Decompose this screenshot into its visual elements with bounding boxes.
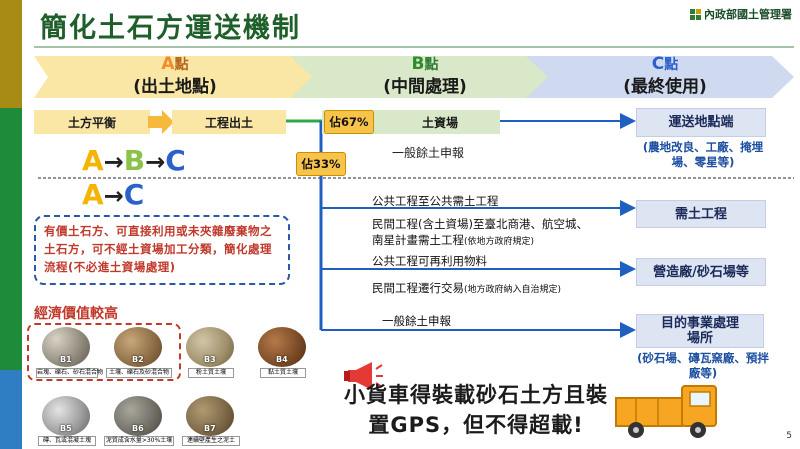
route-private-to-ports: 民間工程(含土資場)至臺北商港、航空城、南星計畫需土工程(依地方政府規定) [372,216,590,250]
stage-a-subtitle: (出土地點) [133,77,217,97]
route-general-residual-text: 一般餘土申報 [382,314,451,328]
dest-designated-title: 目的事業處理場所 [660,316,739,346]
note-text: 有價土石方、可直接利用或未夾雜廢棄物之土石方，可不經土資場加工分類，簡化處理流程 [44,224,272,274]
arrow-right-icon [148,110,174,134]
dest-construction-box: 營造廠/砂石場等 [636,258,766,286]
stage-b-subtitle: (中間處理) [383,77,467,97]
agency-logo-icon [690,8,701,20]
page-number: 5 [786,431,792,441]
simplification-note: 有價土石方、可直接利用或未夾雜廢棄物之土石方，可不經土資場加工分類，簡化處理流程… [34,215,290,285]
soil-sample-b3-caption: 粉土質土壤 [188,368,234,378]
truck-icon [615,385,717,438]
soil-yard-label: 土資場 [421,115,458,130]
page-title: 簡化土石方運送機制 [40,13,301,44]
route-private-trade-text: 民間工程遷行交易 [372,281,464,295]
logo-text: 內政部國土管理署 [704,8,792,21]
soil-sample-b3-id: B3 [204,355,216,364]
soil-sample-b4-caption: 黏土質土壤 [260,368,306,378]
dest-designated-box: 目的事業處理場所 [636,314,764,348]
soil-sample-b1-image [42,327,90,367]
site-output-label: 工程出土 [204,115,253,130]
economic-value-label: 經濟價值較高 [34,306,118,322]
economic-value-outline [27,323,181,381]
route-public-reuse: 公共工程可再利用物料 [372,253,487,269]
site-output-box: 工程出土 [172,110,286,134]
title-divider [34,46,794,48]
stage-c-letter: C [651,54,665,74]
stage-c-subtitle: (最終使用) [623,77,707,97]
route-general-residual: 一般餘土申報 [382,313,451,329]
soil-sample-b1-id: B1 [60,355,72,364]
stage-c-suffix: 點 [664,57,679,73]
stage-a-suffix: 點 [174,57,189,73]
soil-sample-b2-caption: 土壤、礫石及砂混合物 [106,368,172,378]
route-abc-a: A [82,144,104,177]
route-abc: A→B→C [82,144,186,177]
stage-b-label: B點 (中間處理) [350,53,500,98]
route-abc-c: C [165,144,186,177]
soil-sample-b3-image [186,327,234,367]
route-public-reuse-text: 公共工程可再利用物料 [372,254,487,268]
soil-sample-b7-id: B7 [204,424,216,433]
truck-notice: 小貨車得裝載砂石土方且裝置GPS，但不得超載! [344,383,608,437]
route-ac-a: A [82,178,104,211]
left-bar-blue [0,370,22,449]
stage-a-letter: A [161,54,175,74]
stage-b-suffix: 點 [424,57,439,73]
stage-b-letter: B [411,54,425,74]
stage-b-chevron [290,56,550,98]
route-abc-arrow-2: → [145,148,166,176]
dest-demand-box: 需土工程 [636,200,766,228]
soil-sample-b6-image [114,396,162,436]
route-public-to-public-text: 公共工程至公共需土工程 [372,194,499,208]
route-public-to-public: 公共工程至公共需土工程 [372,193,499,209]
note-emphasis: (不必進土資場處理) [68,260,176,274]
route-ac: A→C [82,178,144,211]
soil-sample-b5-id: B5 [60,424,72,433]
dest-transport-title: 運送地點端 [668,115,734,130]
soil-sample-b7-caption: 連續壁產生之泥土 [182,436,240,446]
stage-c-label: C點 (最終使用) [590,53,740,98]
route-private-trade-note: (地方政府納入自治規定) [464,285,562,295]
stage-c-chevron [526,56,794,98]
general-residual-label: 一般餘土申報 [392,146,465,160]
route-ac-c: C [123,178,145,211]
soil-sample-b5-image [42,396,90,436]
megaphone-icon [344,362,383,390]
soil-sample-b7-image [186,396,234,436]
dest-transport-desc: (農地改良、工廠、掩埋場、零星等) [642,140,764,169]
stage-a-label: A點 (出土地點) [100,53,250,98]
left-bar-green [0,108,22,370]
logo: 內政部國土管理署 [690,6,792,22]
soil-sample-b6-caption: 泥質成含水量>30%土壤 [104,436,174,446]
soil-sample-b6-id: B6 [132,424,144,433]
soil-sample-b4-image [258,327,306,367]
route-private-trade: 民間工程遷行交易(地方政府納入自治規定) [372,280,561,296]
route-private-to-ports-note: (依地方政府規定) [464,237,535,247]
dest-transport-box: 運送地點端 [636,108,766,137]
soil-sample-b5-caption: 磚、瓦或混凝土塊 [38,436,96,446]
soil-sample-b2-image [114,327,162,367]
route-abc-b: B [123,144,146,177]
soil-sample-b4-id: B4 [276,355,288,364]
earth-balance-label: 土方平衡 [67,115,116,130]
stage-a-chevron [34,56,314,98]
dest-demand-title: 需土工程 [674,206,727,222]
soil-sample-b1-caption: 岩塊、礫石、砂石混合物 [36,368,104,378]
route-ac-arrow: → [103,182,124,210]
dest-construction-title: 營造廠/砂石場等 [653,264,749,280]
earth-balance-box: 土方平衡 [34,110,150,134]
dest-designated-desc: (砂石場、磚瓦窯廠、預拌廠等) [637,351,769,380]
soil-sample-b2-id: B2 [132,355,144,364]
route-abc-arrow-1: → [103,148,124,176]
pct-33-badge: 佔33% [296,152,346,176]
left-bar-gold [0,0,22,108]
route-private-to-ports-text: 民間工程(含土資場)至臺北商港、航空城、南星計畫需土工程 [372,217,588,247]
pct-67-badge: 佔67% [324,110,374,134]
